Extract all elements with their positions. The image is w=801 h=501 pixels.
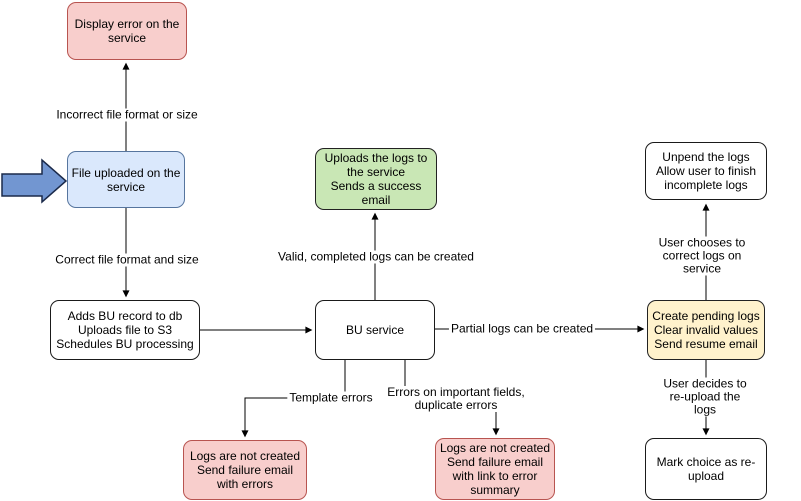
edge-label-user-decides: User decides to re-upload the logs [657,377,753,417]
edge-label-template-errors: Template errors [287,390,375,405]
node-create-pending-logs: Create pending logs Clear invalid values… [647,300,765,360]
node-file-uploaded: File uploaded on the service [67,151,185,208]
edge-label-incorrect-format: Incorrect file format or size [54,107,200,122]
node-mark-choice-reupload: Mark choice as re- upload [645,438,767,500]
edge-label-correct-format: Correct file format and size [53,252,201,267]
node-uploads-logs: Uploads the logs to the service Sends a … [315,148,437,210]
edge-label-partial-logs: Partial logs can be created [448,321,596,336]
node-logs-not-created-errors: Logs are not created Send failure email … [183,440,307,500]
node-display-error: Display error on the service [67,2,187,60]
node-unpend-logs: Unpend the logs Allow user to finish inc… [645,142,767,200]
node-bu-service: BU service [315,300,435,360]
edge-label-valid-completed: Valid, completed logs can be created [276,249,476,264]
node-adds-bu-record: Adds BU record to db Uploads file to S3 … [50,300,200,360]
node-logs-not-created-summary: Logs are not created Send failure email … [435,438,555,500]
edge-label-errors-important: Errors on important fields, duplicate er… [385,385,527,412]
edge-label-user-chooses: User chooses to correct logs on service [652,236,752,276]
entry-block-arrow-shape [1,158,68,204]
